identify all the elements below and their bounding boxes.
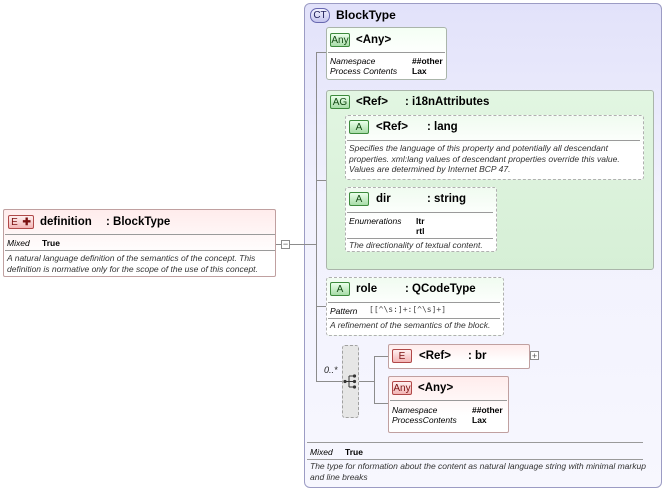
connector <box>374 403 388 404</box>
attribute-group-badge: AG <box>330 95 350 109</box>
any-element-process-value: Lax <box>472 415 487 425</box>
connector <box>316 381 342 382</box>
element-br-badge: E <box>392 349 412 363</box>
element-mixed-value: True <box>42 238 60 248</box>
attribute-group-name: : i18nAttributes <box>405 96 490 108</box>
choice-icon <box>343 374 357 389</box>
connector <box>275 244 317 245</box>
any-attribute-process-label: Process Contents <box>330 66 398 76</box>
attribute-role-separator <box>328 302 500 303</box>
element-definition-box[interactable] <box>3 209 276 277</box>
element-br-ref: <Ref> <box>419 350 451 362</box>
attribute-role-pattern-label: Pattern <box>330 306 358 316</box>
choice-compositor[interactable] <box>342 345 359 418</box>
any-attribute-badge: Any <box>330 33 350 47</box>
attribute-dir-enum-label: Enumerations <box>349 216 402 226</box>
complex-type-description: The type for nformation about the conten… <box>310 461 646 482</box>
collapse-button[interactable]: − <box>281 239 290 249</box>
attribute-role-pattern-value: [[^\s:]+:[^\s]+] <box>369 305 447 314</box>
attribute-dir-name: dir <box>376 193 391 205</box>
any-attribute-name: <Any> <box>356 34 392 46</box>
connector <box>316 52 317 382</box>
attribute-role-box[interactable] <box>326 277 504 336</box>
any-element-namespace-label: Namespace <box>392 405 438 415</box>
connector <box>316 180 326 181</box>
element-mixed-label: Mixed <box>7 238 30 248</box>
element-description: A natural language definition of the sem… <box>7 253 258 274</box>
attribute-group-ref: <Ref> <box>356 96 388 108</box>
attribute-lang-box[interactable] <box>345 115 644 180</box>
attribute-lang-ref: <Ref> <box>376 121 408 133</box>
attribute-dir-badge: A <box>349 192 369 206</box>
element-name: definition <box>40 216 92 228</box>
attribute-dir-enum-ltr: ltr <box>416 216 425 226</box>
connector <box>374 356 388 357</box>
attribute-dir-description: The directionality of textual content. <box>349 240 483 250</box>
connector <box>374 356 375 403</box>
any-element-name: <Any> <box>418 382 454 394</box>
any-attribute-process-value: Lax <box>412 66 427 76</box>
complex-type-separator-2 <box>307 459 643 460</box>
any-attribute-namespace-value: ##other <box>412 56 443 66</box>
element-type: : BlockType <box>106 216 171 228</box>
attribute-role-badge: A <box>330 282 350 296</box>
attribute-lang-description: Specifies the language of this property … <box>349 143 620 174</box>
element-content-icon: ✚ <box>22 217 31 228</box>
attribute-dir-type: : string <box>427 193 466 205</box>
expand-button[interactable]: + <box>530 351 539 361</box>
attribute-dir-separator-2 <box>347 238 493 239</box>
complex-type-badge: CT <box>310 8 330 23</box>
element-badge: E ✚ <box>8 215 34 229</box>
any-element-badge: Any <box>392 381 412 395</box>
any-element-namespace-value: ##other <box>472 405 503 415</box>
attribute-role-type: : QCodeType <box>405 283 476 295</box>
complex-type-mixed-label: Mixed <box>310 447 333 457</box>
attribute-dir-box[interactable] <box>345 187 497 252</box>
any-attribute-separator <box>328 52 445 53</box>
any-attribute-namespace-label: Namespace <box>330 56 376 66</box>
choice-cardinality: 0..* <box>324 365 338 375</box>
complex-type-mixed-value: True <box>345 447 363 457</box>
attribute-dir-enum-rtl: rtl <box>416 226 425 236</box>
attribute-lang-name: : lang <box>427 121 458 133</box>
attribute-role-description: A refinement of the semantics of the blo… <box>330 320 491 330</box>
complex-type-separator <box>307 442 643 443</box>
element-br-name: : br <box>468 350 487 362</box>
element-separator <box>5 234 275 235</box>
connector <box>316 306 326 307</box>
complex-type-name: BlockType <box>336 8 396 22</box>
element-separator-2 <box>5 250 275 251</box>
attribute-lang-separator <box>347 140 640 141</box>
connector <box>359 381 374 382</box>
attribute-role-name: role <box>356 283 378 295</box>
any-element-process-label: ProcessContents <box>392 415 457 425</box>
attribute-lang-badge: A <box>349 120 369 134</box>
attribute-role-separator-2 <box>328 318 500 319</box>
any-element-separator <box>390 400 507 401</box>
connector <box>316 52 326 53</box>
attribute-dir-separator <box>347 212 493 213</box>
